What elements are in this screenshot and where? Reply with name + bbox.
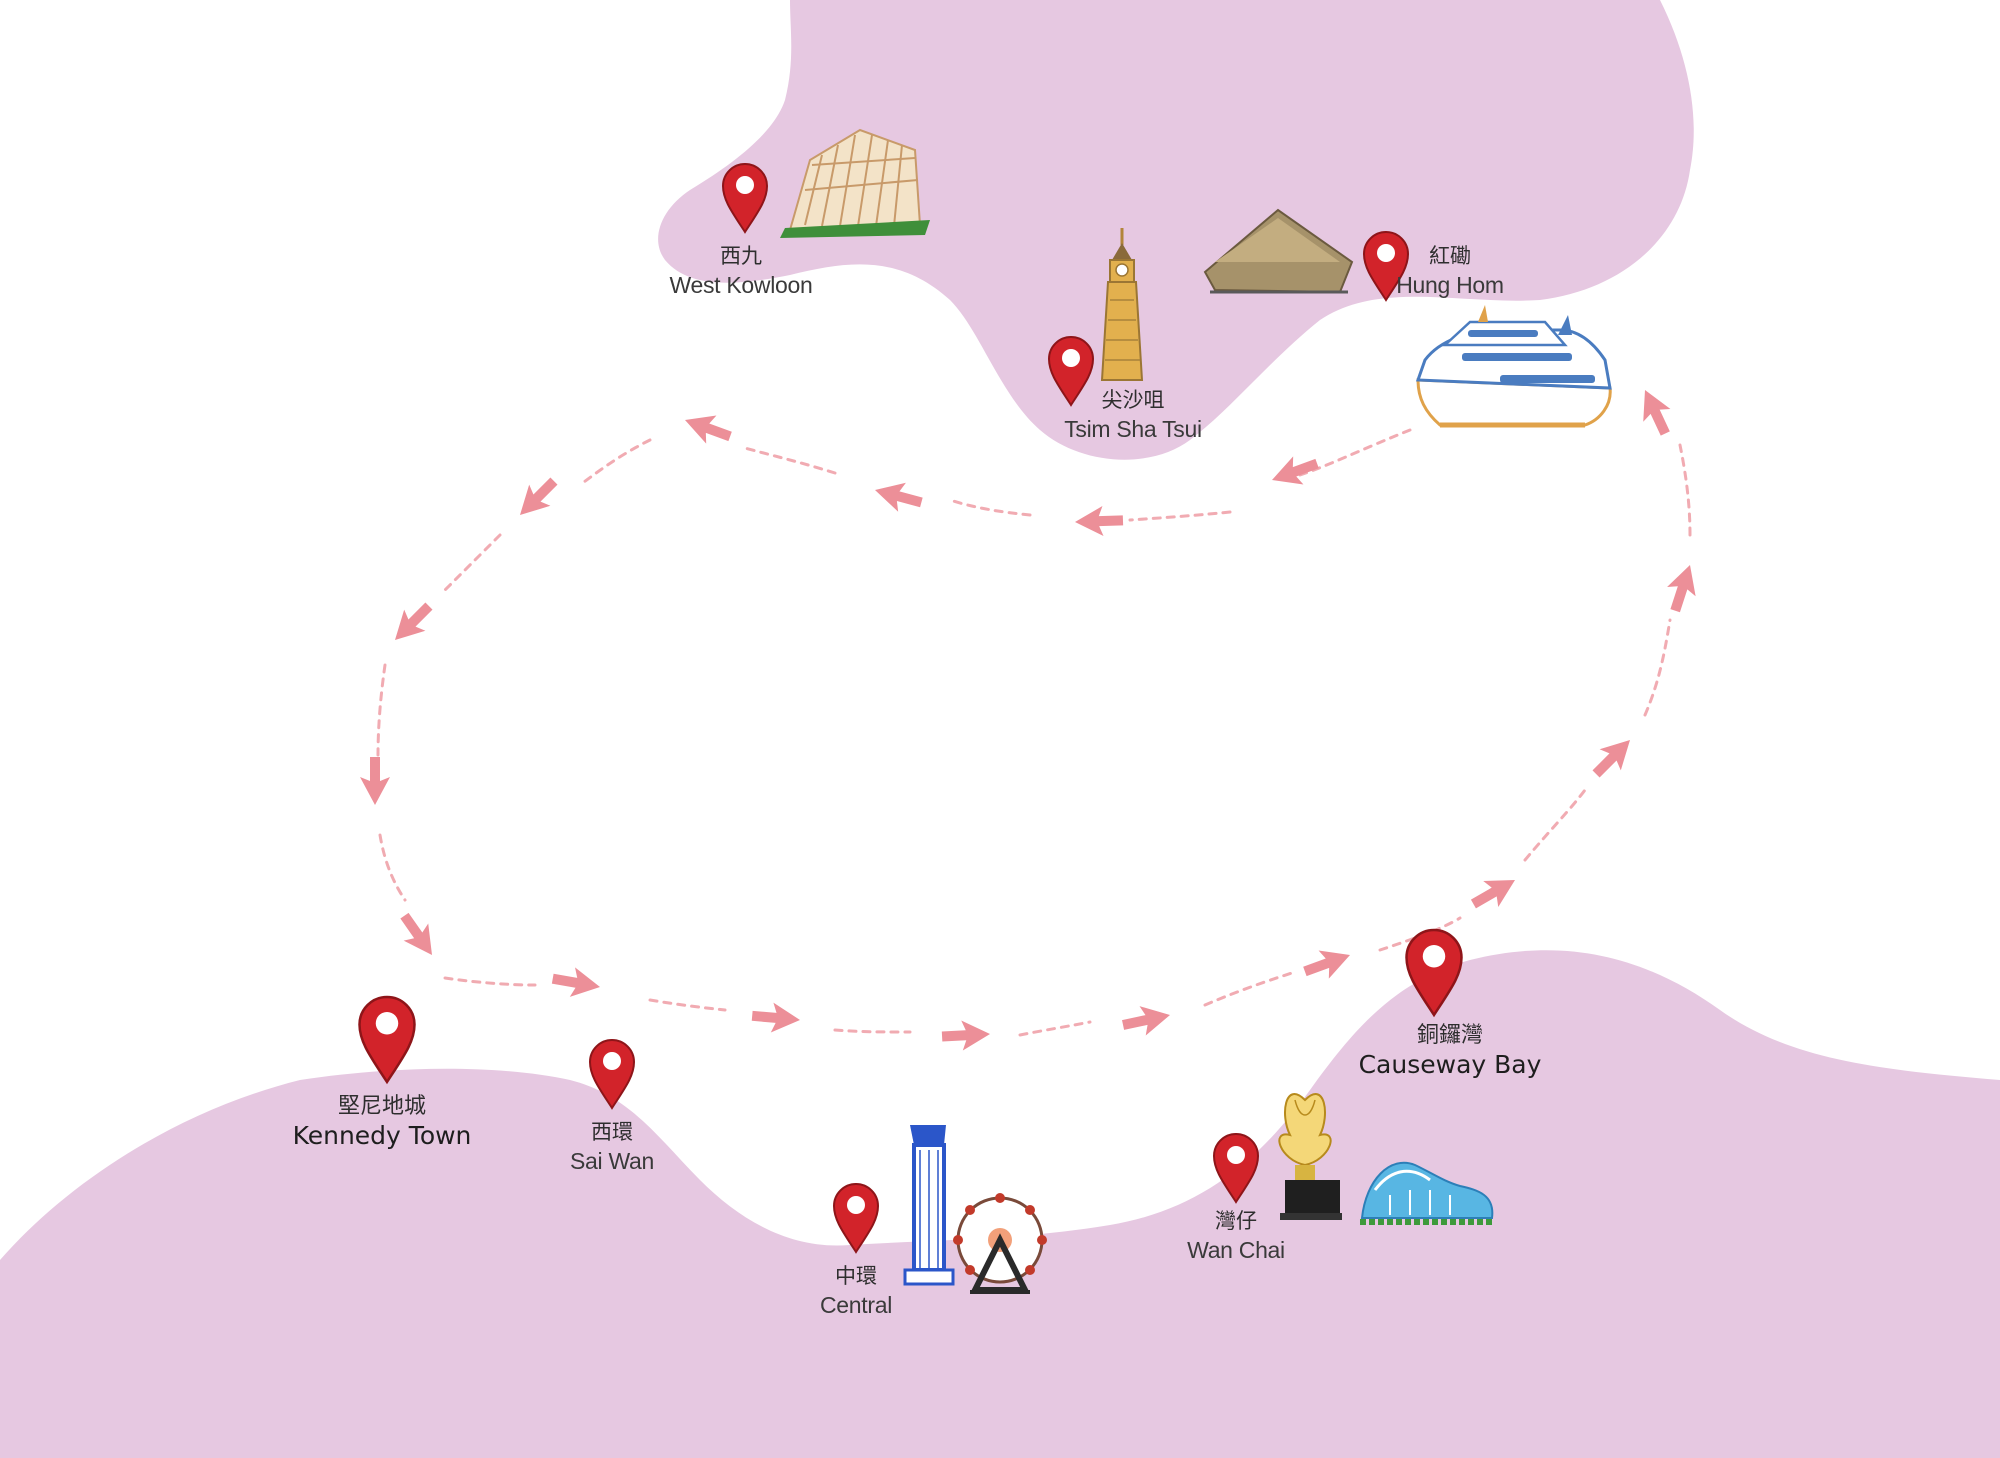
label-zh: 紅磡: [1428, 244, 1471, 268]
kowloon-land: [658, 0, 1694, 460]
map-pin-icon[interactable]: [358, 995, 416, 1084]
ferris-wheel-icon: [953, 1193, 1047, 1294]
route-arrow-icon: [1119, 1000, 1174, 1040]
route-arrows: [360, 383, 1705, 1052]
label-zh: 尖沙咀: [1101, 388, 1165, 412]
route-arrow-icon: [679, 405, 736, 451]
label-kennedy-town[interactable]: 堅尼地城 Kennedy Town: [293, 1093, 472, 1151]
label-zh: 灣仔: [1214, 1209, 1257, 1233]
label-sai-wan[interactable]: 西環 Sai Wan: [570, 1118, 654, 1176]
label-en: Wan Chai: [1187, 1237, 1285, 1263]
route-arrow-icon: [1631, 383, 1679, 440]
route-trail: [376, 428, 1692, 1037]
route-arrow-icon: [550, 963, 603, 1002]
route-arrow-icon: [1266, 449, 1323, 495]
route-arrow-icon: [1660, 560, 1705, 616]
golden-bauhinia-icon: [1278, 1093, 1342, 1220]
route-arrow-icon: [360, 757, 390, 805]
label-en: Central: [819, 1292, 893, 1318]
route-arrow-icon: [509, 470, 565, 526]
route-arrow-icon: [1299, 940, 1356, 986]
label-hung-hom[interactable]: 紅磡 Hung Hom: [1396, 242, 1504, 300]
label-zh: 西環: [590, 1120, 633, 1144]
label-central[interactable]: 中環 Central: [820, 1262, 892, 1320]
label-en: Causeway Bay: [1358, 1050, 1542, 1079]
xiqu-centre-icon: [780, 128, 930, 238]
route-arrow-icon: [392, 907, 445, 964]
label-zh: 銅鑼灣: [1416, 1023, 1483, 1048]
label-tsim-sha-tsui[interactable]: 尖沙咀 Tsim Sha Tsui: [1064, 386, 1202, 444]
label-causeway-bay[interactable]: 銅鑼灣 Causeway Bay: [1359, 1022, 1542, 1080]
map-pin-icon[interactable]: [833, 1183, 879, 1253]
route-arrow-icon: [1465, 867, 1523, 917]
hk-island-land: [0, 950, 2000, 1458]
label-en: Tsim Sha Tsui: [1064, 416, 1202, 442]
ferry-icon: [1415, 305, 1612, 428]
label-zh: 西九: [720, 244, 762, 268]
label-en: West Kowloon: [669, 272, 813, 298]
label-wan-chai[interactable]: 灣仔 Wan Chai: [1187, 1207, 1285, 1265]
ifc-tower-icon: [903, 1125, 955, 1286]
convention-centre-icon: [1360, 1162, 1495, 1225]
label-en: Kennedy Town: [292, 1121, 472, 1150]
label-west-kowloon[interactable]: 西九 West Kowloon: [670, 242, 813, 300]
route-arrow-icon: [871, 475, 926, 517]
route-arrow-icon: [941, 1019, 991, 1052]
clock-tower-icon: [1100, 228, 1144, 381]
hung-hom-coliseum-icon: [1203, 208, 1354, 294]
route-arrow-icon: [384, 595, 440, 651]
label-en: Sai Wan: [570, 1148, 654, 1174]
label-zh: 堅尼地城: [337, 1094, 427, 1119]
route-arrow-icon: [1585, 729, 1641, 785]
route-arrow-icon: [750, 1000, 802, 1035]
route-arrow-icon: [1074, 505, 1124, 537]
label-zh: 中環: [834, 1264, 877, 1288]
label-en: Hung Hom: [1396, 272, 1504, 298]
